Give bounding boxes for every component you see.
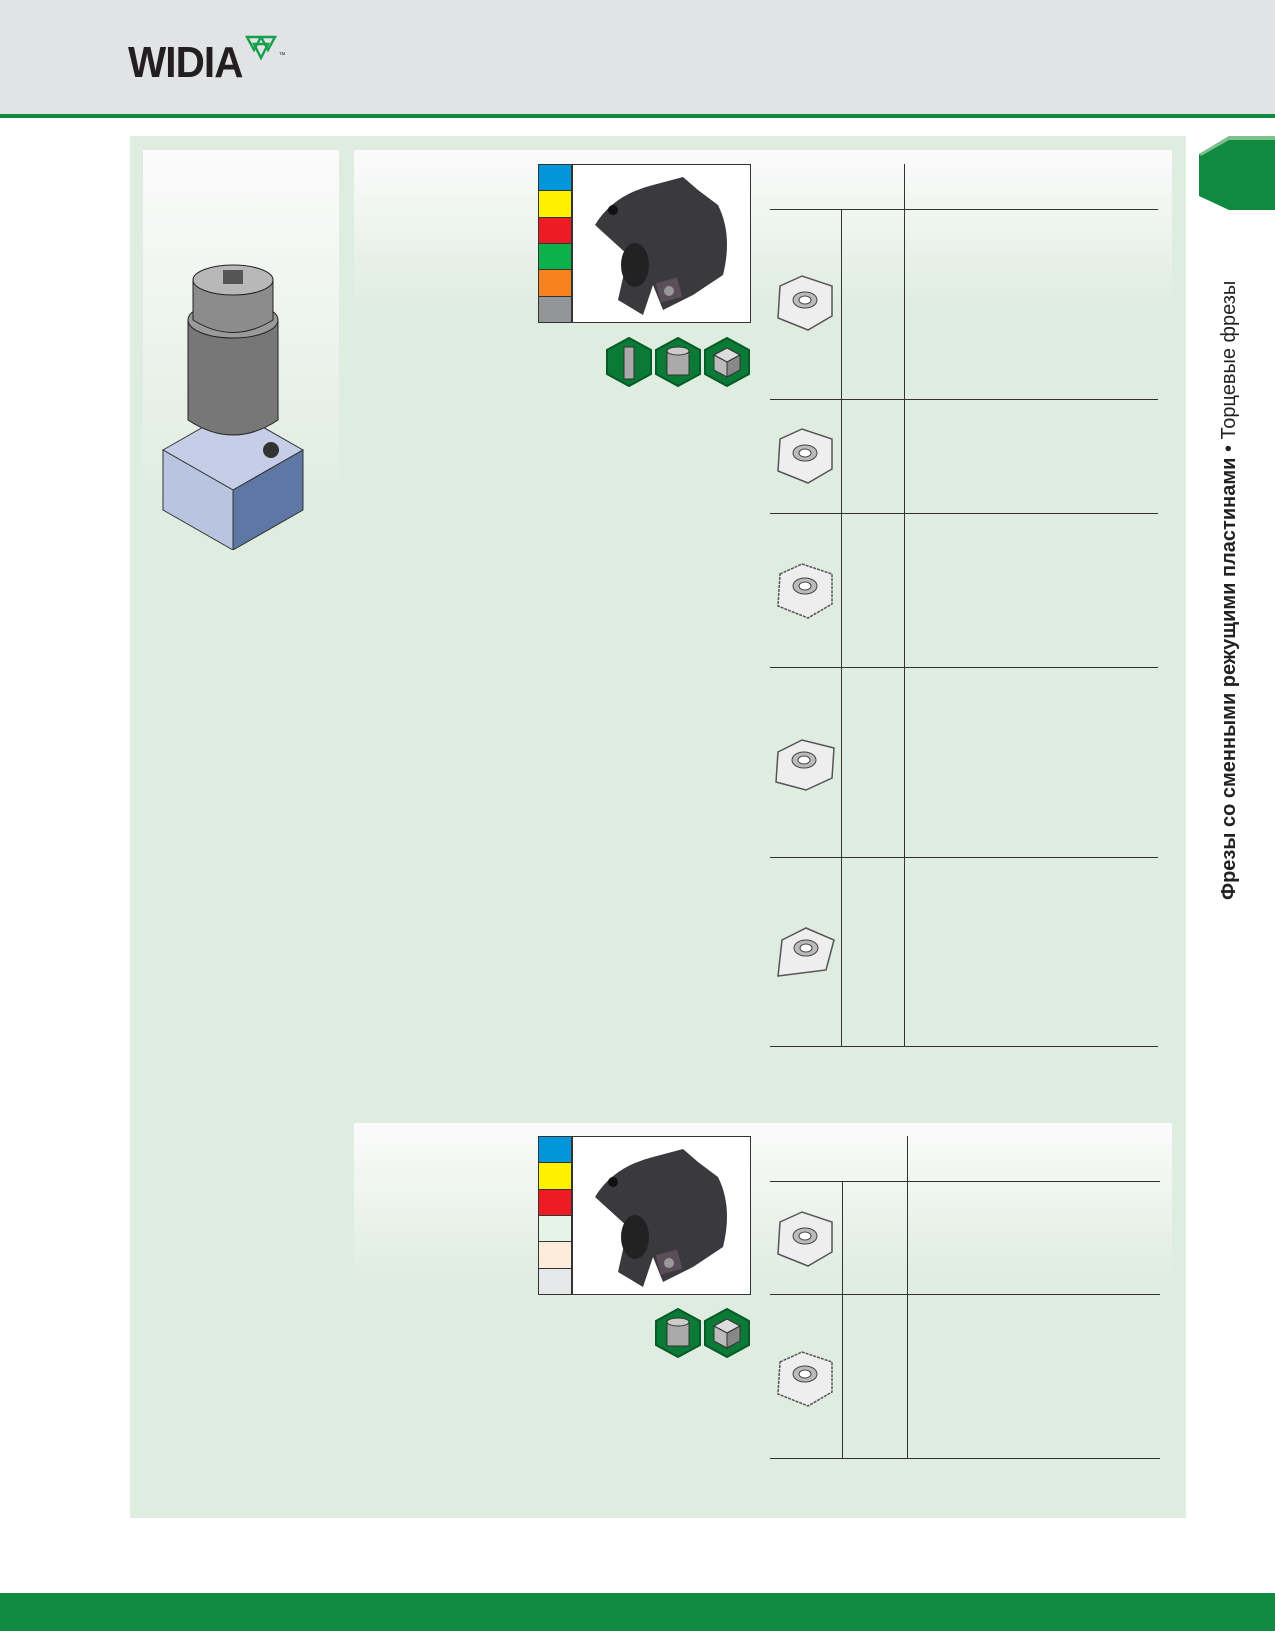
face-milling-illustration-icon <box>161 264 305 550</box>
material-s <box>539 1242 571 1269</box>
bullet: • <box>1218 445 1240 453</box>
material-k <box>539 1189 571 1216</box>
chapter-tab[interactable] <box>1199 136 1275 210</box>
material-h <box>539 296 571 322</box>
trademark: ™ <box>278 52 286 59</box>
cutter-photo-2 <box>572 1136 751 1295</box>
table-divider <box>904 164 905 209</box>
table-row-rule <box>770 513 1158 514</box>
insert-square-icon <box>777 1211 833 1267</box>
widia-logo: WIDIA ™ <box>128 35 286 90</box>
table-row-rule <box>770 667 1158 668</box>
widia-triangle-icon <box>244 35 277 61</box>
table-divider <box>904 209 905 1046</box>
product-section-1 <box>354 150 1172 1040</box>
material-m <box>539 191 571 218</box>
cutter-photo-1 <box>572 164 751 323</box>
operation-panel <box>143 150 339 550</box>
face-mill-cutter-image <box>595 177 727 315</box>
logo-text: WIDIA <box>128 38 243 87</box>
end-mill-icon <box>606 337 652 387</box>
insert-square-icon <box>777 428 833 484</box>
table-header-rule <box>770 209 1158 210</box>
page-footer-bar <box>0 1593 1275 1631</box>
table-row-rule <box>770 857 1158 858</box>
table-row-rule <box>770 1046 1158 1047</box>
face-mill-icon <box>655 1308 701 1358</box>
material-n <box>539 1215 571 1243</box>
material-n <box>539 243 571 271</box>
table-header-rule <box>770 1181 1160 1182</box>
face-mill-icon <box>655 337 701 387</box>
workpiece-cube-icon <box>704 337 750 387</box>
material-p <box>539 165 571 192</box>
table-divider <box>842 1181 843 1458</box>
chapter-title-bold: Фрезы со сменными режущими пластинами <box>1218 457 1240 900</box>
workpiece-cube-icon <box>704 1308 750 1358</box>
table-divider <box>907 1136 908 1181</box>
page-header: WIDIA ™ <box>0 0 1275 118</box>
insert-rhombic-icon <box>775 739 835 791</box>
product-section-2 <box>354 1123 1172 1518</box>
insert-square-icon <box>777 275 833 331</box>
insert-serrated-icon <box>777 1351 833 1407</box>
table-divider <box>841 209 842 1046</box>
insert-serrated-icon <box>777 563 833 619</box>
material-p <box>539 1137 571 1164</box>
material-color-strip-2 <box>538 1136 572 1295</box>
table-row-rule <box>770 1458 1160 1459</box>
chapter-title: Фрезы со сменными режущими пластинами • … <box>1218 200 1241 900</box>
table-row-rule <box>770 1294 1160 1295</box>
material-m <box>539 1163 571 1190</box>
face-mill-cutter-image <box>595 1149 727 1287</box>
material-s <box>539 270 571 297</box>
insert-pentagon-icon <box>777 927 835 977</box>
material-k <box>539 217 571 244</box>
table-row-rule <box>770 399 1158 400</box>
material-h <box>539 1268 571 1294</box>
chapter-subtitle: Торцевые фрезы <box>1218 280 1240 440</box>
material-color-strip-1 <box>538 164 572 323</box>
table-divider <box>907 1181 908 1458</box>
